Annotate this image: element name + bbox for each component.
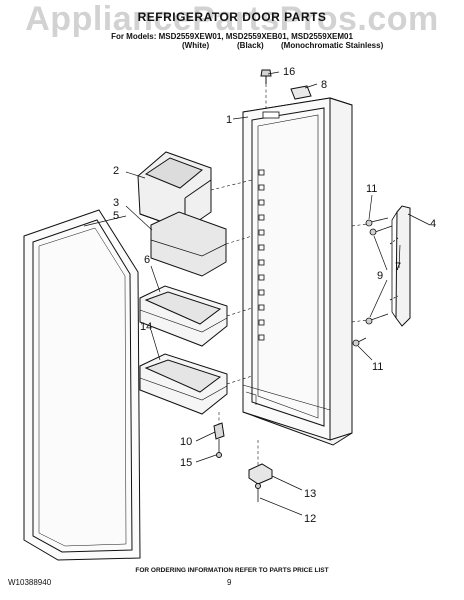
callout-4: 4 <box>430 218 436 230</box>
callout-16: 16 <box>283 66 295 78</box>
color-black: (Black) <box>237 41 264 50</box>
callout-14: 14 <box>140 321 152 333</box>
callout-2: 2 <box>113 165 119 177</box>
callout-1: 1 <box>226 114 232 126</box>
door-bin-lower <box>139 353 228 415</box>
color-white: (White) <box>182 41 210 50</box>
callout-12: 12 <box>304 513 316 525</box>
callout-8: 8 <box>321 79 327 91</box>
callout-7: 7 <box>395 261 401 273</box>
callout-6: 6 <box>144 254 150 266</box>
watermark: AppliancePartsPros.com <box>25 0 439 38</box>
door-shelf-hooks <box>258 169 265 341</box>
dairy-door <box>150 211 227 277</box>
handle-screws <box>352 217 399 347</box>
bottom-hinge-parts <box>213 422 273 502</box>
page-number: 9 <box>227 578 232 587</box>
callout-5: 5 <box>113 210 119 222</box>
callout-3: 3 <box>113 197 119 209</box>
door-assembly <box>242 97 353 446</box>
leader-lines <box>83 71 431 516</box>
hinge-screw-top <box>260 69 272 84</box>
door-handle <box>391 205 411 327</box>
callout-13: 13 <box>304 488 316 500</box>
document-number: W10388940 <box>8 578 52 587</box>
callout-10: 10 <box>180 436 192 448</box>
callout-11-upper: 11 <box>366 183 377 195</box>
assembly-lines <box>210 84 368 466</box>
callout-labels: 1 2 3 4 5 6 7 8 9 10 11 11 12 13 14 15 1… <box>113 66 436 525</box>
ordering-info: FOR ORDERING INFORMATION REFER TO PARTS … <box>135 567 329 574</box>
dairy-compartment <box>137 151 212 231</box>
door-gasket <box>23 209 141 561</box>
model-list: For Models: MSD2559XEW01, MSD2559XEB01, … <box>111 32 353 41</box>
callout-11-lower: 11 <box>372 361 383 373</box>
door-bin-upper <box>139 285 228 347</box>
hinge-cap <box>290 85 312 100</box>
callout-9: 9 <box>377 270 383 282</box>
page-title: REFRIGERATOR DOOR PARTS <box>137 10 327 24</box>
callout-15: 15 <box>180 457 192 469</box>
color-stainless: (Monochromatic Stainless) <box>281 41 384 50</box>
